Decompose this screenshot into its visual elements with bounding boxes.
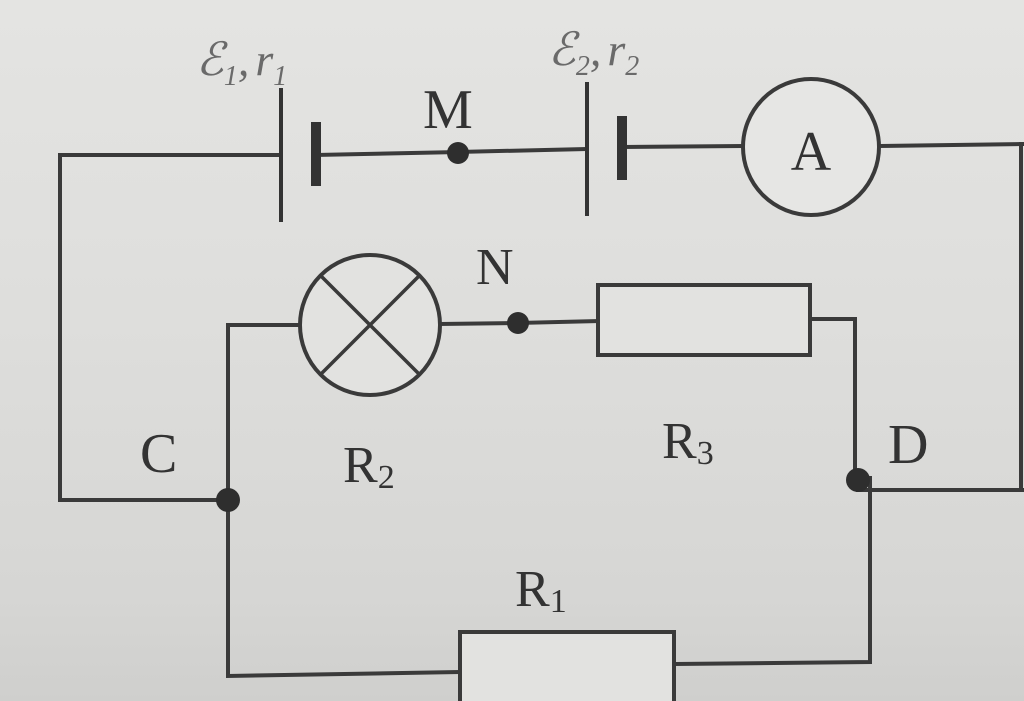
node-d-label: D: [888, 414, 928, 476]
wire-c-to-lamp: [226, 323, 302, 502]
battery-2: [585, 82, 627, 216]
source-2-label: ℰ2,r2: [548, 24, 639, 82]
source-2-r-sub: 2: [625, 51, 639, 82]
ammeter-label: A: [791, 121, 832, 183]
node-m-label: M: [423, 79, 473, 141]
wire-n-to-r3: [515, 318, 601, 326]
battery-1: [279, 88, 321, 222]
r3-main: R: [662, 413, 697, 470]
source-1-r-sub: 1: [273, 61, 287, 92]
r2-label: R2: [343, 437, 395, 496]
node-d-dot: [846, 468, 870, 492]
wire-lamp-to-n: [437, 320, 521, 327]
wire-r1-to-d: [673, 476, 872, 667]
resistor-r1: [458, 630, 676, 701]
source-1-emf-sub: 1: [224, 61, 238, 92]
r2-sub: 2: [378, 459, 395, 496]
node-m-dot: [447, 142, 469, 164]
node-c-dot: [216, 488, 240, 512]
source-1-r: r: [255, 34, 274, 85]
source-1-emf: ℰ: [196, 34, 228, 85]
wire-source1-to-m: [313, 149, 461, 158]
ammeter: A: [741, 77, 881, 217]
resistor-r3: [596, 283, 812, 357]
source-1-label: ℰ1,r1: [196, 34, 287, 92]
lamp-r2: [298, 253, 442, 397]
r1-sub: 1: [550, 583, 567, 620]
wire-c-to-r1: [226, 498, 461, 679]
source-2-emf-sub: 2: [576, 51, 590, 82]
node-n-dot: [507, 312, 529, 334]
r3-sub: 3: [697, 435, 714, 472]
wire-r3-to-d: [808, 317, 857, 482]
lamp-cross-2: [319, 274, 421, 376]
wire-source2-to-ammeter: [619, 143, 745, 150]
source-2-r: r: [607, 24, 626, 75]
node-n-label: N: [476, 239, 514, 296]
node-c-label: C: [140, 423, 177, 485]
r2-main: R: [343, 437, 378, 494]
source-2-sep: ,: [590, 24, 602, 75]
wire-ammeter-to-right: [877, 141, 1024, 149]
source-1-sep: ,: [238, 34, 250, 85]
ammeter-circle: [741, 77, 881, 217]
r1-label: R1: [515, 561, 567, 620]
r3-label: R3: [662, 413, 714, 472]
wire-left-loop: [58, 153, 282, 502]
r1-main: R: [515, 561, 550, 618]
wire-m-to-source2: [455, 146, 588, 155]
source-2-emf: ℰ: [548, 24, 580, 75]
